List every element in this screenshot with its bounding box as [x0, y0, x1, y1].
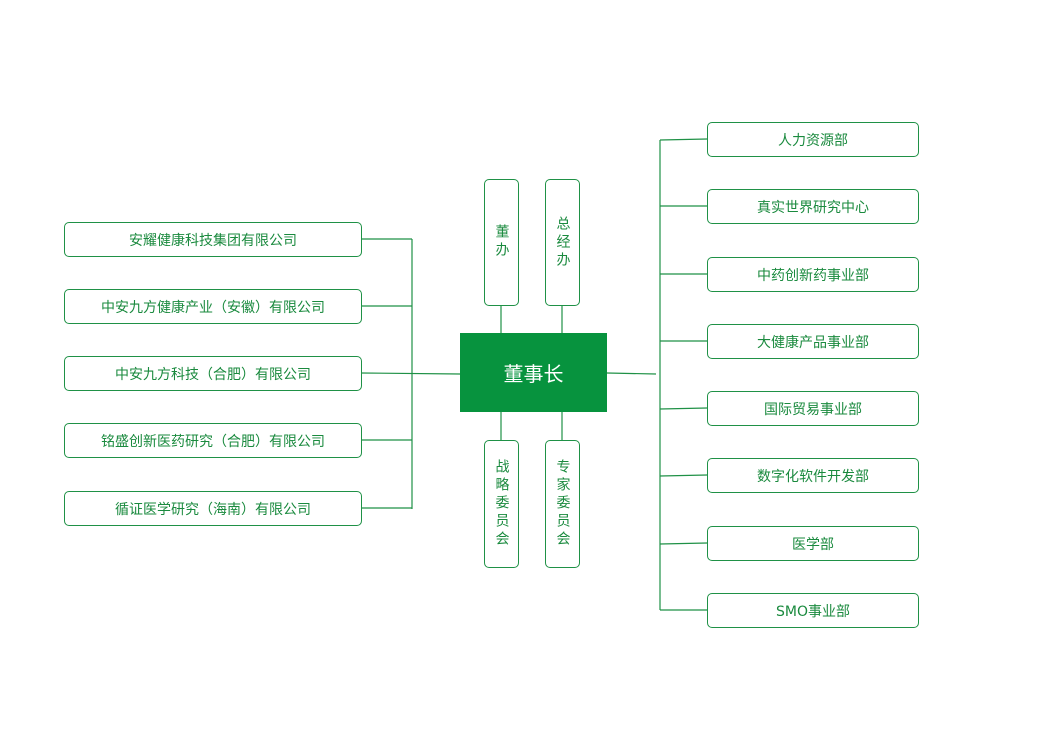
subsidiary-node: 铭盛创新医药研究（合肥）有限公司	[64, 423, 362, 458]
connector-line	[659, 138, 708, 141]
general-manager-office-node: 总经办	[545, 179, 580, 306]
expert-committee-node: 专家委员会	[545, 440, 580, 568]
subsidiary-node: 中安九方健康产业（安徽）有限公司	[64, 289, 362, 324]
connector-line	[360, 372, 461, 375]
connector-line	[659, 542, 708, 545]
board-office-node: 董办	[484, 179, 519, 306]
chairman-node: 董事长	[460, 333, 607, 412]
connector-line	[659, 407, 708, 410]
department-node: 数字化软件开发部	[707, 458, 919, 493]
connector-line	[606, 372, 657, 375]
subsidiary-node: 中安九方科技（合肥）有限公司	[64, 356, 362, 391]
department-node: 医学部	[707, 526, 919, 561]
strategy-committee-node: 战略委员会	[484, 440, 519, 568]
department-node: 国际贸易事业部	[707, 391, 919, 426]
subsidiary-node: 循证医学研究（海南）有限公司	[64, 491, 362, 526]
department-node: 人力资源部	[707, 122, 919, 157]
department-node: 中药创新药事业部	[707, 257, 919, 292]
subsidiary-node: 安耀健康科技集团有限公司	[64, 222, 362, 257]
department-node: 大健康产品事业部	[707, 324, 919, 359]
department-node: 真实世界研究中心	[707, 189, 919, 224]
department-node: SMO事业部	[707, 593, 919, 628]
connector-line	[659, 474, 708, 477]
